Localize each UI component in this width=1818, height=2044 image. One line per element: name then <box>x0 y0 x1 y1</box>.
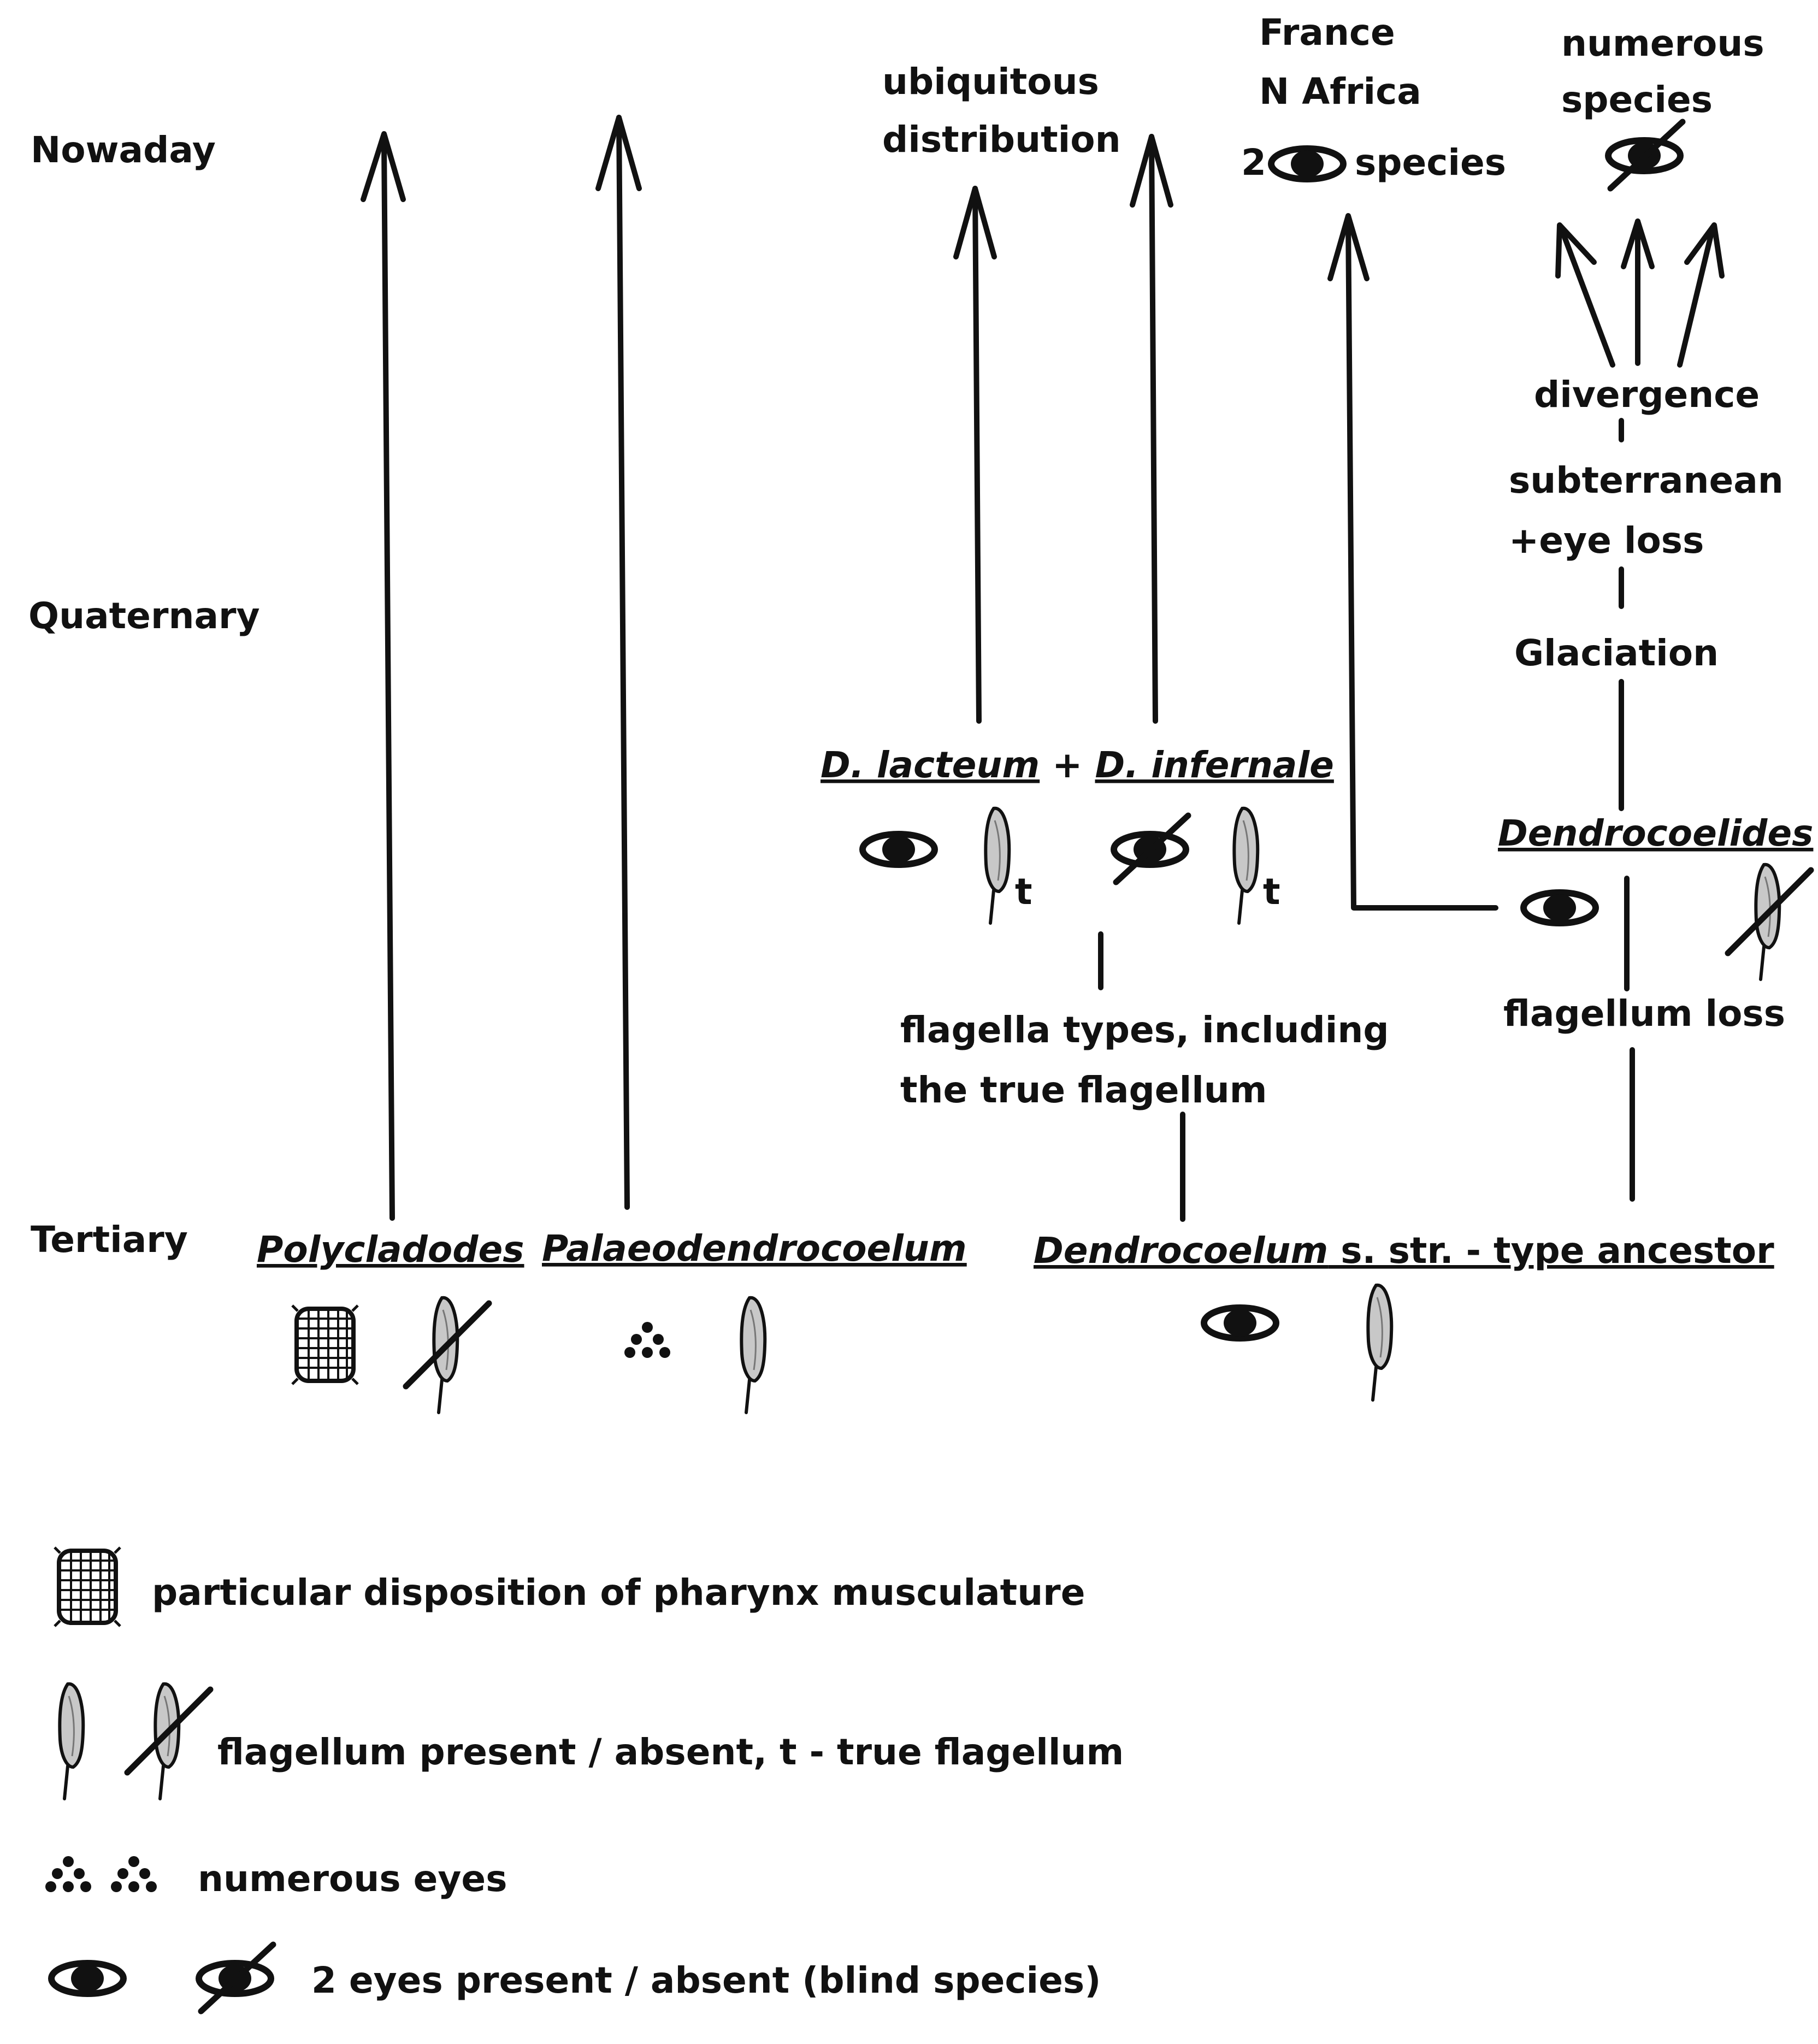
divergence-arrows <box>1555 218 1725 368</box>
divergence-label: divergence <box>1534 374 1760 416</box>
lacteum-infernale-heading: D. lacteum + D. infernale <box>821 744 1334 786</box>
france-count: 2 <box>1241 141 1266 184</box>
dendrocoelum-suffix: s. str. - type ancestor <box>1328 1230 1774 1272</box>
dendrocoelides-lineage-line <box>1619 418 1635 1202</box>
palaeodendrocoelum-lineage-arrow <box>595 115 642 1210</box>
blind-eye-icon <box>1114 816 1188 882</box>
ubiquitous-line-1: ubiquitous <box>882 61 1099 103</box>
flagella-types-line-1: flagella types, including <box>900 1009 1389 1051</box>
france-line-1: France <box>1259 11 1395 54</box>
taxon-dendrocoelides: Dendrocoelides <box>1498 812 1813 854</box>
eye-icon <box>863 834 935 865</box>
numerous-eyes-icon <box>111 1856 157 1892</box>
flagellum-loss-label: flagellum loss <box>1503 993 1785 1035</box>
polycladodes-lineage-arrow <box>361 131 406 1221</box>
taxon-d-infernale: D. infernale <box>1095 744 1333 786</box>
eye-icon <box>1271 149 1343 179</box>
eye-icon <box>1524 893 1596 923</box>
taxon-d-lacteum: D. lacteum <box>821 744 1040 786</box>
numerous-line-2: species <box>1561 79 1713 121</box>
taxon-dendrocoelum: Dendrocoelum <box>1034 1230 1328 1272</box>
flagella-types-line-2: the true flagellum <box>900 1069 1267 1111</box>
legend-pharynx-label: particular disposition of pharynx muscul… <box>152 1572 1085 1614</box>
glaciation-label: Glaciation <box>1514 632 1719 674</box>
dendrocoelum-heading: Dendrocoelum s. str. - type ancestor <box>1034 1230 1774 1272</box>
subterranean-line-2: +eye loss <box>1509 519 1704 562</box>
eye-icon <box>1204 1308 1276 1338</box>
flagellum-icon <box>985 808 1009 923</box>
numerous-eyes-icon <box>624 1322 670 1358</box>
true-flagellum-mark: t <box>1015 871 1032 913</box>
absent-flagellum-icon <box>406 1298 489 1413</box>
taxon-palaeodendrocoelum: Palaeodendrocoelum <box>542 1227 967 1269</box>
flagellum-icon <box>60 1684 83 1799</box>
dendrocoelum-to-lacteum-line <box>1098 931 1185 1222</box>
absent-flagellum-icon <box>127 1684 210 1799</box>
ubiquitous-line-2: distribution <box>882 119 1121 161</box>
legend-numerous-eyes-label: numerous eyes <box>198 1858 507 1900</box>
absent-flagellum-icon <box>1728 865 1811 979</box>
time-label-quaternary: Quaternary <box>28 595 260 637</box>
france-species-word: species <box>1355 141 1506 184</box>
flagellum-icon <box>1234 808 1258 923</box>
france-lineage-arrow <box>1327 213 1498 911</box>
legend-two-eyes-label: 2 eyes present / absent (blind species) <box>311 1959 1101 2001</box>
plus-sign: + <box>1040 744 1095 786</box>
france-line-2: N Africa <box>1259 70 1421 113</box>
blind-eye-icon <box>199 1945 273 2011</box>
pharynx-musculature-icon <box>292 1305 358 1384</box>
legend-flagellum-label: flagellum present / absent, t - true fla… <box>217 1731 1124 1773</box>
blind-eye-icon <box>1608 122 1683 188</box>
pharynx-musculature-icon <box>55 1547 120 1626</box>
d-infernale-arrow <box>1130 134 1173 724</box>
legend: particular disposition of pharynx muscul… <box>45 1547 1124 2011</box>
flagellum-icon <box>1368 1285 1391 1400</box>
numerous-eyes-icon <box>45 1856 91 1892</box>
subterranean-line-1: subterranean <box>1509 459 1784 501</box>
flagellum-icon <box>741 1298 765 1413</box>
d-lacteum-arrow <box>953 186 997 724</box>
taxon-polycladodes: Polycladodes <box>257 1228 524 1271</box>
time-label-nowaday: Nowaday <box>31 129 216 171</box>
true-flagellum-mark: t <box>1263 871 1280 913</box>
numerous-line-1: numerous <box>1561 22 1764 64</box>
eye-icon <box>51 1963 123 1994</box>
time-label-tertiary: Tertiary <box>31 1219 188 1261</box>
